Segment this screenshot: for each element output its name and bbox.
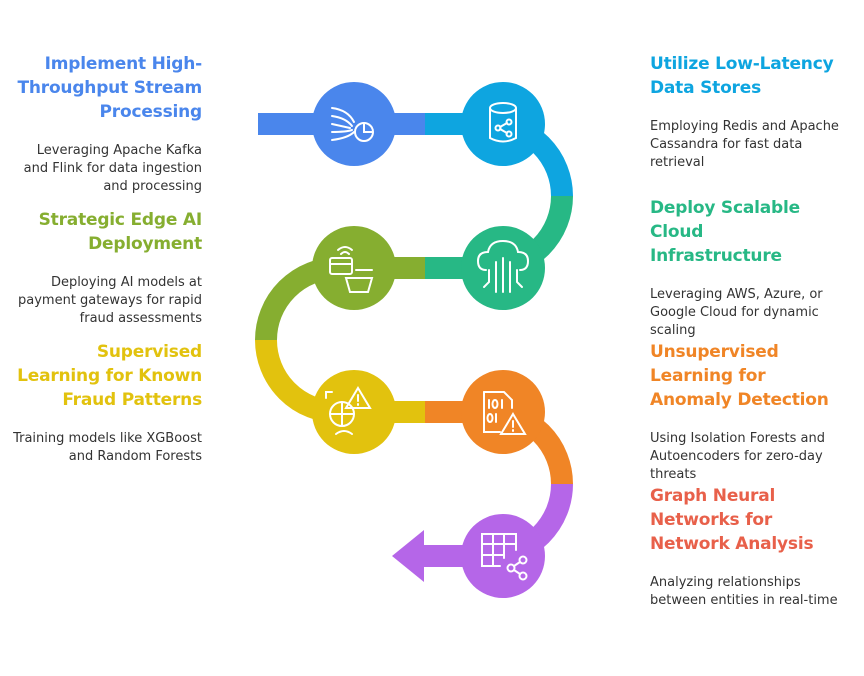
step-block-supervised: Supervised Learning for Known Fraud Patt… [12, 340, 202, 466]
stream-processing-icon [331, 107, 374, 142]
step-title: Graph Neural Networks for Network Analys… [650, 486, 814, 554]
database-icon [489, 102, 517, 143]
cloud-network-icon [476, 239, 530, 293]
step-block-edge-ai: Strategic Edge AI Deployment Deploying A… [12, 208, 202, 328]
step-description: Deploying AI models at payment gateways … [18, 275, 202, 326]
step-description: Analyzing relationships between entities… [650, 575, 838, 608]
step-title: Deploy Scalable Cloud Infrastructure [650, 198, 800, 266]
step-node-supervised [312, 370, 396, 454]
binary-alert-icon [483, 391, 527, 435]
step-node-data-stores [461, 82, 545, 166]
step-description: Employing Redis and Apache Cassandra for… [650, 119, 839, 170]
step-description: Leveraging Apache Kafka and Flink for da… [23, 143, 202, 194]
step-description: Using Isolation Forests and Autoencoders… [650, 431, 825, 482]
step-block-graph: Graph Neural Networks for Network Analys… [650, 484, 840, 610]
step-block-stream: Implement High-Throughput Stream Process… [12, 52, 202, 196]
payment-terminal-icon [329, 246, 374, 293]
step-description: Training models like XGBoost and Random … [13, 431, 202, 464]
step-block-unsupervised: Unsupervised Learning for Anomaly Detect… [650, 340, 840, 484]
risk-analysis-icon [325, 386, 372, 435]
step-title: Unsupervised Learning for Anomaly Detect… [650, 342, 829, 410]
step-block-data-stores: Utilize Low-Latency Data Stores Employin… [650, 52, 840, 172]
step-block-cloud: Deploy Scalable Cloud Infrastructure Lev… [650, 196, 840, 340]
step-node-stream [312, 82, 396, 166]
step-title: Utilize Low-Latency Data Stores [650, 54, 834, 98]
step-title: Strategic Edge AI Deployment [38, 210, 203, 254]
step-node-graph [461, 514, 545, 598]
arrow-head [392, 530, 424, 582]
step-description: Leveraging AWS, Azure, or Google Cloud f… [650, 287, 823, 338]
table-share-icon [481, 533, 528, 581]
step-title: Supervised Learning for Known Fraud Patt… [17, 342, 202, 410]
step-title: Implement High-Throughput Stream Process… [17, 54, 202, 122]
step-node-cloud [461, 226, 545, 310]
step-node-edge-ai [312, 226, 396, 310]
step-node-unsupervised [461, 370, 545, 454]
